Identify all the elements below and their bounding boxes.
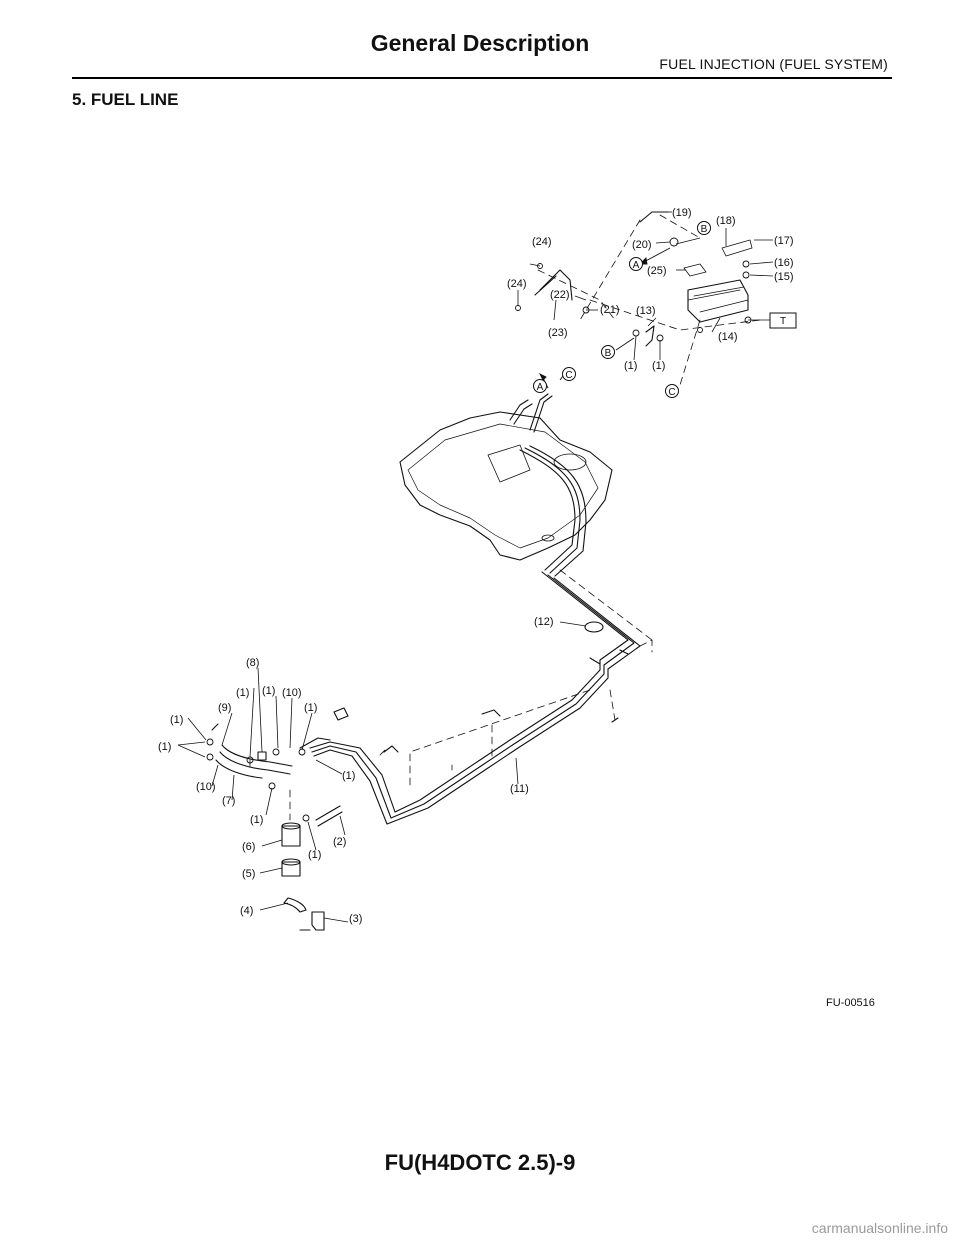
ref-letter-c: C [668,387,675,398]
callout-1: (1) [170,714,183,726]
callout-4: (4) [240,905,253,917]
section-heading: 5. FUEL LINE [72,90,179,109]
figure-id: FU-00516 [826,997,875,1009]
callout-1: (1) [308,849,321,861]
callout-2: (2) [333,836,346,848]
callout-5: (5) [242,868,255,880]
callout-1: (1) [262,685,275,697]
ref-letter-b: B [605,348,612,359]
callout-15: (15) [774,271,794,283]
callout-1: (1) [250,814,263,826]
callout-1: (1) [624,360,637,372]
page-title: General Description [370,30,590,56]
fuel-filter [281,825,301,847]
callout-1: (1) [342,770,355,782]
ref-letter-b: B [701,224,708,235]
callout-20: (20) [632,239,652,251]
callout-1: (1) [158,741,171,753]
ref-letter-a: A [633,260,640,271]
header-divider [72,77,892,79]
callout-13: (13) [636,305,656,317]
ref-letter-a: A [537,382,544,393]
callout-19: (19) [672,207,692,219]
callout-24: (24) [532,236,552,248]
callout-18: (18) [716,215,736,227]
callout-21: (21) [600,304,620,316]
callout-22: (22) [550,289,570,301]
callout-3: (3) [349,913,362,925]
callout-17: (17) [774,235,794,247]
callout-10: (10) [282,687,302,699]
callout-7: (7) [222,795,235,807]
callout-6: (6) [242,841,255,853]
callout-1: (1) [304,702,317,714]
callout-11: (11) [510,783,529,795]
callout-9: (9) [218,702,231,714]
page-code: FU(H4DOTC 2.5)-9 [384,1150,576,1175]
callout-14: (14) [718,331,738,343]
fuel-tank [399,411,613,561]
callout-16: (16) [774,257,794,269]
callout-1: (1) [652,360,665,372]
callout-1: (1) [236,687,249,699]
callout-8: (8) [246,657,259,669]
watermark: carmanualsonline.info [811,1220,948,1236]
callout-24: (24) [507,278,527,290]
canister [687,279,749,323]
ref-letter-t: T [780,316,786,327]
section-name: FUEL INJECTION (FUEL SYSTEM) [659,56,888,72]
ref-letter-c: C [565,370,572,381]
callout-23: (23) [548,327,568,339]
callout-12: (12) [534,616,554,628]
callout-25: (25) [647,265,667,277]
callout-10: (10) [196,781,216,793]
